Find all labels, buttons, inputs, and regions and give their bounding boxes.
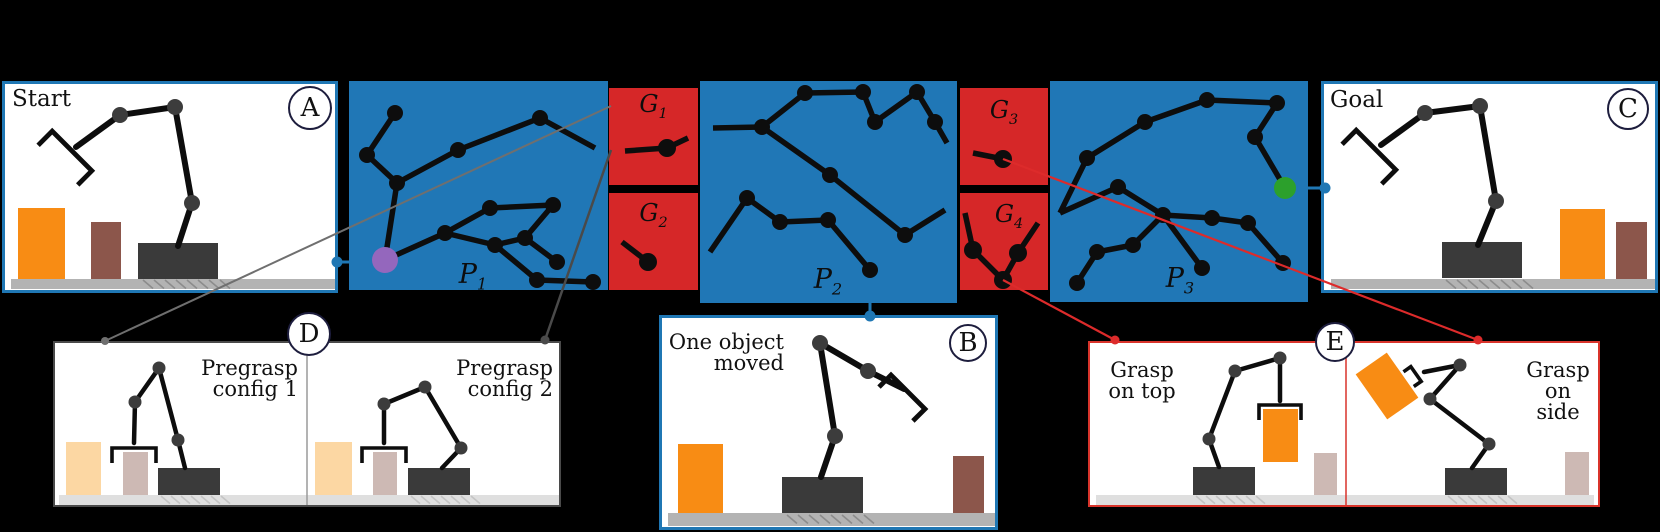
goal-region-g1-graph (624, 135, 690, 157)
goal-region-g4-panel: G4 (960, 193, 1048, 290)
goal-title: Goal (1330, 87, 1384, 113)
goal-region-g2-panel: G2 (609, 193, 698, 290)
goal-region-g2-graph (620, 239, 657, 271)
badge-d: D (287, 312, 331, 356)
goal-region-g1-label: G1 (639, 90, 668, 122)
pregrasp-scene-graphic (59, 343, 559, 505)
roadmap-p2-label: P2 (813, 264, 843, 299)
goal-region-g3-panel: G3 (960, 88, 1048, 185)
roadmap-p3-label: P3 (1165, 263, 1195, 298)
roadmap-p1-panel: P1 (349, 81, 608, 293)
roadmap-p2-graph (707, 84, 950, 278)
roadmap-p3-panel: P3 (1050, 81, 1308, 302)
roadmap-p1-label: P1 (458, 259, 488, 294)
badge-a: A (288, 86, 332, 130)
roadmap-p1-graph (359, 105, 601, 290)
start-title: Start (12, 86, 71, 112)
badge-e: E (1315, 322, 1355, 362)
goal-scene-graphic (1331, 98, 1655, 290)
badge-b: B (949, 324, 987, 362)
grasp-scene-graphic (1096, 343, 1594, 505)
roadmap-p2-panel: P2 (700, 81, 957, 303)
start-scene-graphic (11, 99, 335, 290)
object-moved-scene-graphic (668, 335, 995, 526)
goal-region-g4-label: G4 (994, 200, 1024, 232)
badge-c: C (1607, 88, 1649, 130)
goal-region-g3-label: G3 (989, 96, 1019, 128)
goal-region-g1-panel: G1 (609, 88, 698, 185)
goal-region-g2-label: G2 (639, 199, 668, 231)
